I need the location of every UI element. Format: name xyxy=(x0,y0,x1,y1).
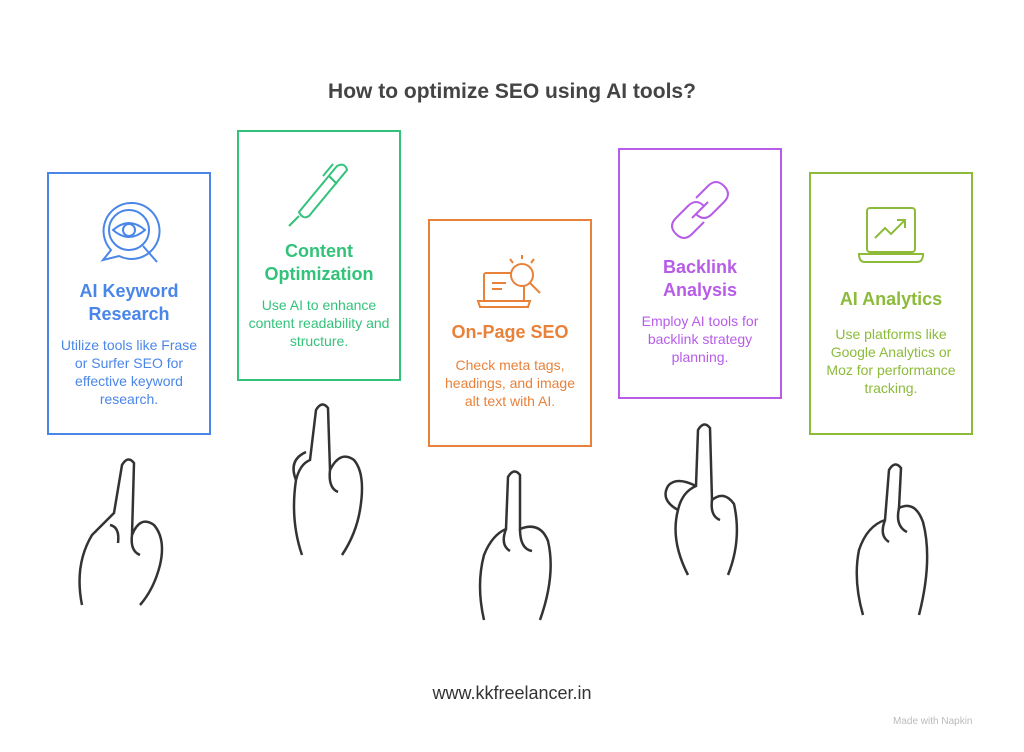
pointing-hand-icon xyxy=(855,463,929,616)
card-title: AI Analytics xyxy=(839,289,943,309)
card-description: Utilize tools like Frase or Surfer SEO f… xyxy=(60,337,198,407)
card-title: On-Page SEO xyxy=(451,322,569,342)
card-title-line1: Backlink xyxy=(662,257,738,277)
laptop-chart-icon xyxy=(857,207,925,263)
card-title-line2: Analysis xyxy=(662,280,738,300)
card-ai-analytics: AI Analytics Use platforms like Google A… xyxy=(809,172,973,435)
pointing-hand-icon xyxy=(292,403,364,556)
card-description: Use platforms like Google Analytics or M… xyxy=(826,326,956,396)
napkin-watermark: Made with Napkin xyxy=(893,716,973,727)
laptop-search-icon xyxy=(476,255,541,308)
diagram-title: How to optimize SEO using AI tools? xyxy=(328,80,696,103)
pointing-hand-icon xyxy=(478,470,552,621)
card-title-line1: Content xyxy=(285,241,353,261)
eye-search-icon xyxy=(100,201,161,263)
pen-icon xyxy=(288,163,349,227)
card-title-line1: AI Keyword xyxy=(79,281,179,301)
website-footer[interactable]: www.kkfreelancer.in xyxy=(432,683,592,703)
card-title-line2: Research xyxy=(88,304,170,324)
card-description: Employ AI tools for backlink strategy pl… xyxy=(641,313,759,365)
card-title-line2: Optimization xyxy=(264,264,374,284)
link-icon xyxy=(671,181,729,239)
card-description: Use AI to enhance content readability an… xyxy=(248,297,390,349)
card-description: Check meta tags, headings, and image alt… xyxy=(445,357,575,409)
card-on-page-seo: On-Page SEO Check meta tags, headings, a… xyxy=(428,219,592,447)
pointing-hand-icon xyxy=(664,423,739,576)
pointing-hand-icon xyxy=(78,458,164,606)
